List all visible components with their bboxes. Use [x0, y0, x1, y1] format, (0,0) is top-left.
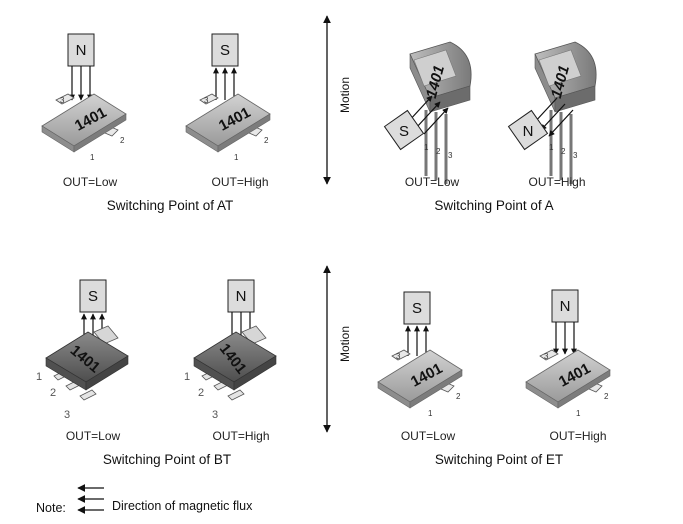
- magnet-block: [551, 289, 579, 323]
- pin-label-3: 3: [396, 352, 401, 361]
- pin-label-1: 1: [549, 143, 554, 152]
- pin-label-2: 2: [198, 387, 204, 399]
- magnet-pole-label: N: [523, 123, 534, 140]
- sensor-at-right: S 1401 3 2 1 OUT=High: [185, 33, 271, 189]
- pin-label-3: 3: [64, 409, 70, 421]
- flux-arrows: [553, 322, 577, 355]
- pin-label-1: 1: [90, 153, 95, 162]
- to92-package: [533, 40, 598, 186]
- pin-label-1: 1: [234, 153, 239, 162]
- pin-label-2: 2: [264, 136, 269, 145]
- pin-label-2: 2: [456, 392, 461, 401]
- magnet-pole-label: S: [220, 42, 230, 59]
- sensor-et-right: N 1401 3 2 1 OUT=High: [525, 289, 611, 443]
- pin-label-1: 1: [36, 371, 42, 383]
- sensor-et-left: S 1401 3 2 1 OUT=Low: [377, 291, 463, 443]
- motion-label: Motion: [338, 77, 352, 113]
- legend-note: Note: Direction of magnetic flux: [36, 484, 253, 515]
- motion-label: Motion: [338, 326, 352, 362]
- magnet-block: [403, 291, 431, 325]
- sensor-a-right: 1401 N 1 2 3 OUT=High: [507, 40, 598, 189]
- panel-et: S 1401 3 2 1 OUT=Low N 1401 3 2 1 OUT=Hi…: [377, 289, 611, 467]
- pin-label-1: 1: [184, 371, 190, 383]
- pin-label-1: 1: [576, 409, 581, 418]
- sensor-bt-right: N 1401 1 2 3 OUT=High: [184, 279, 277, 443]
- sensor-a-left: 1401 S 1 2 3 OUT=Low: [383, 40, 473, 189]
- note-text: Direction of magnetic flux: [112, 499, 253, 513]
- pin-label-2: 2: [120, 136, 125, 145]
- to92-package: [408, 40, 473, 186]
- magnet-pole-label: N: [236, 288, 247, 305]
- output-state: OUT=High: [549, 429, 606, 443]
- pin-label-3: 3: [573, 151, 578, 160]
- panel-caption: Switching Point of AT: [107, 198, 234, 213]
- pin-label-2: 2: [561, 147, 566, 156]
- motion-axis-top: Motion: [323, 15, 352, 185]
- magnet-block: [79, 279, 107, 313]
- note-label: Note:: [36, 501, 66, 515]
- output-state: OUT=Low: [405, 175, 460, 189]
- panel-caption: Switching Point of ET: [435, 452, 563, 467]
- sensor-at-left: N 1401 3 2 1 OUT=Low: [41, 33, 127, 189]
- magnet-block: [383, 109, 425, 151]
- magnet-block: [211, 33, 239, 67]
- magnet-block: [227, 279, 255, 313]
- pin-label-1: 1: [424, 143, 429, 152]
- pin-label-3: 3: [204, 96, 209, 105]
- pin-label-3: 3: [448, 151, 453, 160]
- motion-axis-bottom: Motion: [323, 265, 352, 433]
- pin-label-3: 3: [544, 352, 549, 361]
- panel-at: N 1401 3 2 1 OUT=Low S 1401 3 2 1 OUT=Hi…: [41, 33, 271, 213]
- flux-arrows: [213, 67, 237, 100]
- magnet-pole-label: S: [412, 300, 422, 317]
- pin-label-2: 2: [604, 392, 609, 401]
- sensor-bt-left: S 1401 1 2 3 OUT=Low: [36, 279, 129, 443]
- output-state: OUT=Low: [63, 175, 118, 189]
- pin-label-3: 3: [212, 409, 218, 421]
- magnet-pole-label: S: [88, 288, 98, 305]
- magnet-pole-label: N: [76, 42, 87, 59]
- pin-label-2: 2: [50, 387, 56, 399]
- output-state: OUT=High: [212, 429, 269, 443]
- flux-arrows: [69, 66, 93, 101]
- pin-label-1: 1: [428, 409, 433, 418]
- flux-arrows: [405, 325, 429, 356]
- magnet-pole-label: S: [399, 123, 409, 140]
- magnet-block: [67, 33, 95, 67]
- output-state: OUT=Low: [401, 429, 456, 443]
- panel-a: 1401 S 1 2 3 OUT=Low 1401 N 1 2 3 OUT=Hi…: [383, 40, 598, 213]
- panel-bt: S 1401 1 2 3 OUT=Low N 1401 1 2 3 OUT=Hi…: [36, 279, 277, 467]
- output-state: OUT=High: [211, 175, 268, 189]
- panel-caption: Switching Point of A: [434, 198, 553, 213]
- flux-legend-arrows-icon: [77, 484, 104, 514]
- output-state: OUT=High: [528, 175, 585, 189]
- panel-caption: Switching Point of BT: [103, 452, 231, 467]
- pin-label-2: 2: [436, 147, 441, 156]
- pin-label-3: 3: [60, 96, 65, 105]
- output-state: OUT=Low: [66, 429, 121, 443]
- magnet-block: [507, 109, 549, 151]
- magnet-pole-label: N: [560, 298, 571, 315]
